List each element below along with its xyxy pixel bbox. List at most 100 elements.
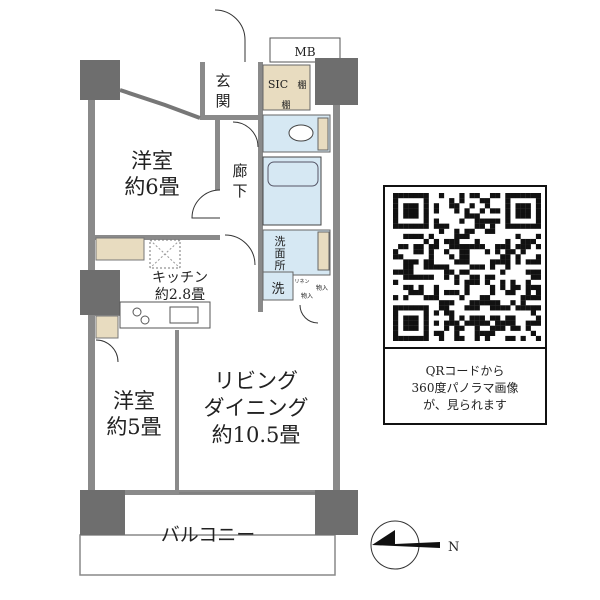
qr-module bbox=[515, 244, 521, 250]
qr-module bbox=[408, 320, 414, 326]
qr-module bbox=[454, 208, 460, 214]
qr-module bbox=[505, 335, 511, 341]
qr-module bbox=[510, 300, 516, 306]
qr-module bbox=[393, 310, 399, 316]
qr-module bbox=[459, 325, 465, 331]
qr-module bbox=[479, 330, 485, 336]
qr-module bbox=[398, 335, 404, 341]
qr-module bbox=[408, 269, 414, 275]
qr-caption-line-2: 360度パノラマ画像 bbox=[411, 381, 519, 395]
qr-module bbox=[393, 254, 399, 260]
qr-module bbox=[454, 325, 460, 331]
qr-module bbox=[438, 300, 445, 306]
qr-module bbox=[525, 238, 531, 245]
qr-module bbox=[495, 315, 501, 321]
qr-module bbox=[423, 193, 429, 199]
qr-module bbox=[479, 223, 485, 229]
qr-module bbox=[428, 249, 434, 255]
qr-module bbox=[408, 203, 414, 209]
qr-module bbox=[403, 223, 409, 229]
qr-module bbox=[449, 320, 455, 326]
qr-module bbox=[515, 284, 521, 291]
qr-module bbox=[479, 300, 485, 306]
qr-module bbox=[444, 300, 450, 306]
qr-module bbox=[418, 249, 424, 255]
qr-module bbox=[408, 213, 414, 219]
qr-module bbox=[535, 233, 541, 240]
qr-module bbox=[403, 208, 409, 214]
washer-label: 洗 bbox=[271, 282, 284, 297]
qr-module bbox=[495, 300, 501, 306]
qr-module bbox=[413, 320, 419, 326]
qr-module bbox=[464, 233, 470, 240]
qr-module bbox=[520, 203, 526, 209]
qr-module bbox=[408, 315, 414, 321]
qr-module bbox=[505, 223, 511, 229]
qr-module bbox=[438, 335, 445, 341]
living-line2: ダイニング bbox=[204, 396, 309, 420]
qr-module bbox=[495, 320, 501, 326]
qr-module bbox=[484, 203, 491, 209]
qr-module bbox=[438, 228, 445, 234]
qr-module bbox=[474, 279, 480, 285]
qr-module bbox=[444, 249, 450, 255]
qr-module bbox=[474, 274, 480, 280]
qr-module bbox=[495, 259, 501, 265]
qr-module bbox=[515, 325, 521, 331]
qr-module bbox=[479, 295, 485, 301]
qr-module bbox=[484, 320, 491, 326]
qr-module bbox=[444, 274, 450, 280]
qr-module bbox=[428, 233, 434, 240]
qr-module bbox=[469, 213, 475, 219]
bathroom bbox=[262, 156, 322, 226]
qr-module bbox=[459, 254, 465, 260]
qr-module bbox=[403, 244, 409, 250]
qr-module bbox=[423, 310, 429, 316]
qr-module bbox=[449, 244, 455, 250]
qr-module bbox=[433, 295, 440, 301]
room-western-2-size: 約5畳 bbox=[106, 415, 161, 439]
qr-code[interactable] bbox=[393, 193, 541, 341]
storage-label-1: 物入 bbox=[301, 292, 313, 300]
qr-module bbox=[398, 269, 404, 275]
qr-module bbox=[423, 274, 429, 280]
kitchen-name: キッチン bbox=[152, 270, 208, 286]
bathtub bbox=[267, 161, 319, 187]
qr-module bbox=[505, 320, 511, 326]
washroom-line1: 洗 bbox=[275, 235, 286, 248]
qr-module bbox=[433, 244, 440, 250]
qr-module bbox=[454, 279, 460, 285]
qr-module bbox=[535, 274, 541, 280]
qr-module bbox=[530, 330, 536, 336]
qr-module bbox=[438, 264, 445, 270]
qr-module bbox=[530, 305, 536, 311]
qr-module bbox=[413, 289, 419, 296]
corridor-line2: 下 bbox=[232, 182, 247, 200]
qr-caption: QRコードから 360度パノラマ画像 が、見られます bbox=[385, 347, 545, 423]
qr-module bbox=[444, 305, 450, 311]
qr-module bbox=[454, 233, 460, 240]
qr-module bbox=[393, 249, 399, 255]
qr-module bbox=[418, 305, 424, 311]
qr-module bbox=[408, 264, 414, 270]
mb-label: MB bbox=[294, 45, 315, 59]
qr-module bbox=[459, 198, 465, 204]
sink-icon bbox=[169, 306, 199, 324]
qr-module bbox=[449, 198, 455, 204]
qr-module bbox=[469, 203, 475, 209]
kitchen-size: 約2.8畳 bbox=[155, 287, 205, 303]
qr-module bbox=[403, 325, 409, 331]
qr-module bbox=[535, 320, 541, 326]
qr-module bbox=[423, 213, 429, 219]
qr-module bbox=[433, 264, 440, 270]
qr-module bbox=[403, 274, 409, 280]
qr-module bbox=[489, 289, 496, 296]
qr-module bbox=[495, 244, 501, 250]
qr-module bbox=[464, 289, 470, 296]
qr-module bbox=[510, 249, 516, 255]
qr-module bbox=[479, 264, 485, 270]
qr-module bbox=[479, 198, 485, 204]
qr-module bbox=[433, 218, 440, 224]
qr-module bbox=[403, 233, 409, 240]
qr-caption-line-3: が、見られます bbox=[423, 398, 507, 412]
